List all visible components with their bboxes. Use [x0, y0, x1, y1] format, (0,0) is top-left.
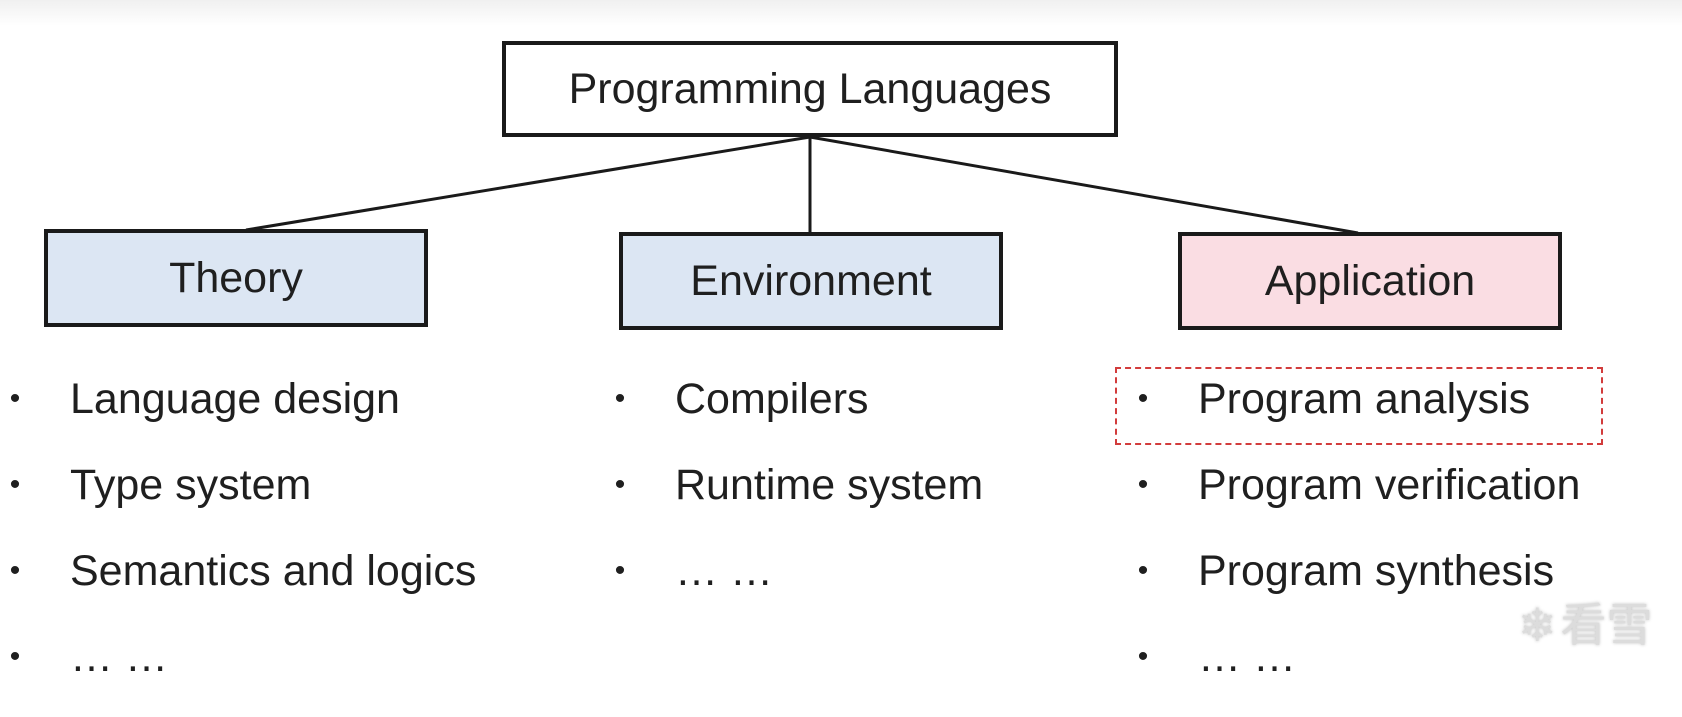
list-item-text: … … — [1198, 633, 1296, 681]
root-node: Programming Languages — [502, 41, 1118, 137]
bullet-icon: • — [9, 468, 21, 501]
list-item-text: Runtime system — [675, 461, 984, 509]
theory-node: Theory — [44, 229, 428, 327]
bullet-icon: • — [614, 468, 626, 501]
connector-to-application — [809, 135, 1359, 235]
list-item-text: Compilers — [675, 375, 869, 423]
bullet-icon: • — [9, 640, 21, 673]
program-analysis-highlight — [1115, 367, 1603, 445]
list-item-text: … … — [675, 547, 773, 595]
bullet-icon: • — [1137, 468, 1149, 501]
root-node-label: Programming Languages — [568, 64, 1052, 113]
tree-connectors — [245, 135, 1359, 235]
application-node: Application — [1178, 232, 1562, 330]
bullet-icon: • — [1137, 640, 1149, 673]
list-item-text: Program analysis — [1198, 375, 1531, 423]
list-item-text: Program synthesis — [1198, 547, 1555, 595]
watermark: ❄ 看雪 — [1518, 602, 1653, 648]
list-item-text: Program verification — [1198, 461, 1581, 509]
bullet-icon: • — [9, 554, 21, 587]
connector-to-theory — [245, 135, 811, 232]
list-item-text: Language design — [70, 375, 400, 423]
top-fade-band — [0, 0, 1682, 26]
bullet-icon: • — [1137, 554, 1149, 587]
bullet-icon: • — [614, 554, 626, 587]
list-item-text: Type system — [70, 461, 312, 509]
environment-node-label: Environment — [690, 256, 932, 305]
bullet-icon: • — [1137, 382, 1149, 415]
bullet-icon: • — [614, 382, 626, 415]
bullet-icon: • — [9, 382, 21, 415]
application-node-label: Application — [1264, 256, 1476, 305]
theory-node-label: Theory — [169, 253, 303, 302]
list-item-text: Semantics and logics — [70, 547, 477, 595]
environment-node: Environment — [619, 232, 1003, 330]
list-item-text: … … — [70, 633, 168, 681]
watermark-text: 看雪 — [1560, 598, 1653, 652]
snowflake-icon: ❄ — [1518, 599, 1557, 651]
